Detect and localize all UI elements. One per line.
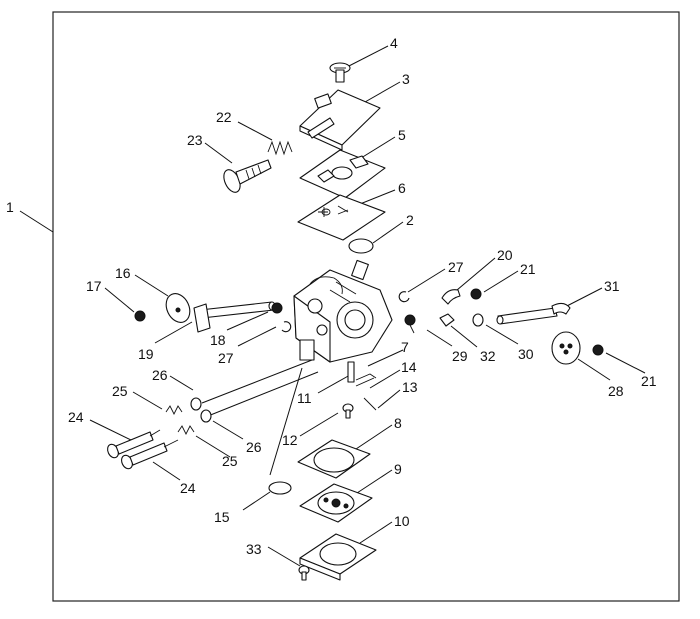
part-24-needle-upper <box>107 429 161 459</box>
callout-24-upper: 24 <box>68 409 84 425</box>
callout-28: 28 <box>608 383 624 399</box>
callout-4: 4 <box>390 35 398 51</box>
callout-30: 30 <box>518 346 534 362</box>
callout-14: 14 <box>401 359 417 375</box>
part-26-washer-lower <box>200 409 212 423</box>
callout-21-top: 21 <box>520 261 536 277</box>
callout-8: 8 <box>394 415 402 431</box>
callout-26-upper: 26 <box>152 367 168 383</box>
part-3-cover-plate <box>299 89 381 151</box>
part-20-lever <box>441 289 461 305</box>
callout-22: 22 <box>216 109 232 125</box>
callout-16: 16 <box>115 265 131 281</box>
part-14-pin <box>355 377 375 387</box>
callout-12: 12 <box>282 432 298 448</box>
part-17-screw <box>134 310 146 322</box>
callout-31: 31 <box>604 278 620 294</box>
part-18-spring <box>271 302 283 314</box>
callout-19: 19 <box>138 346 154 362</box>
part-23-adjust-screw <box>223 159 272 193</box>
callout-25-upper: 25 <box>112 383 128 399</box>
callout-27-lower: 27 <box>218 350 234 366</box>
diagram-frame <box>52 11 680 602</box>
part-5-gasket <box>299 149 386 199</box>
callout-26-lower: 26 <box>246 439 262 455</box>
part-25-spring-lower <box>177 425 195 436</box>
part-27-clip-lower <box>281 321 292 333</box>
part-21-screw-bottom <box>592 344 604 356</box>
part-10-metering-cover <box>299 533 377 581</box>
part-carburetor-body <box>293 259 393 363</box>
part-8-gasket <box>297 439 371 479</box>
callout-6: 6 <box>398 180 406 196</box>
part-19-throttle-shaft <box>193 301 276 333</box>
part-13-spring <box>363 397 377 411</box>
callout-32: 32 <box>480 348 496 364</box>
callout-21-bottom: 21 <box>641 373 657 389</box>
leader-lines <box>19 45 646 567</box>
callout-11: 11 <box>297 390 312 406</box>
callout-15: 15 <box>214 509 230 525</box>
callout-18: 18 <box>210 332 226 348</box>
callout-1: 1 <box>6 199 14 215</box>
part-7-metering-lever <box>355 373 377 381</box>
callout-10: 10 <box>394 513 410 529</box>
callout-3: 3 <box>402 71 410 87</box>
part-11-inlet-needle <box>347 361 355 383</box>
callout-5: 5 <box>398 127 406 143</box>
callout-27-top: 27 <box>448 259 464 275</box>
part-12-screw <box>342 403 354 419</box>
part-32-lever-arm <box>439 313 455 327</box>
callout-25-lower: 25 <box>222 453 238 469</box>
part-24-needle-lower <box>121 439 179 470</box>
part-31-choke-shaft <box>496 302 571 325</box>
callout-17: 17 <box>86 278 102 294</box>
part-26-washer-upper <box>190 397 202 411</box>
part-16-throttle-plate <box>165 293 191 323</box>
part-4-screw <box>329 62 351 83</box>
part-25-spring-upper <box>165 405 183 416</box>
part-28-choke-plate <box>551 331 581 365</box>
callout-labels: 1 4 3 22 23 5 6 2 27 20 21 16 17 31 18 1… <box>6 35 657 557</box>
callout-13: 13 <box>402 379 418 395</box>
part-6-diaphragm <box>297 194 386 241</box>
part-21-screw-top <box>470 288 482 300</box>
part-9-diaphragm <box>299 483 373 523</box>
part-15-filter <box>268 481 292 495</box>
callout-33: 33 <box>246 541 262 557</box>
callout-29: 29 <box>452 348 468 364</box>
callout-2: 2 <box>406 212 414 228</box>
callout-23: 23 <box>187 132 203 148</box>
part-33-screw <box>298 565 310 581</box>
part-30-washer <box>472 313 484 327</box>
part-29-detent <box>404 314 416 334</box>
callout-9: 9 <box>394 461 402 477</box>
callout-7: 7 <box>401 339 409 355</box>
part-27-clip-top <box>398 291 410 303</box>
callout-20: 20 <box>497 247 513 263</box>
part-2-filter-screen <box>348 238 374 254</box>
part-22-spring <box>267 140 293 156</box>
callout-24-lower: 24 <box>180 480 196 496</box>
